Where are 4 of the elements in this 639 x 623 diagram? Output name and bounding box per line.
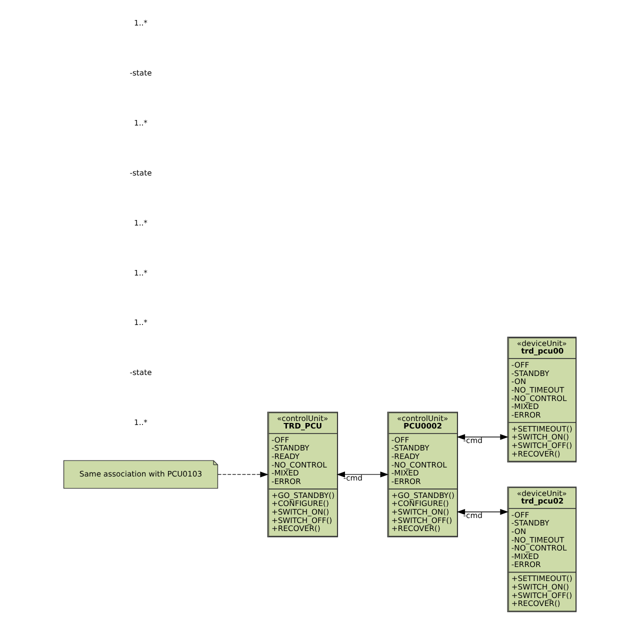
arrow bbox=[456, 508, 508, 515]
arrow bbox=[456, 434, 508, 440]
arrow bbox=[217, 472, 268, 478]
arrow bbox=[336, 472, 388, 478]
